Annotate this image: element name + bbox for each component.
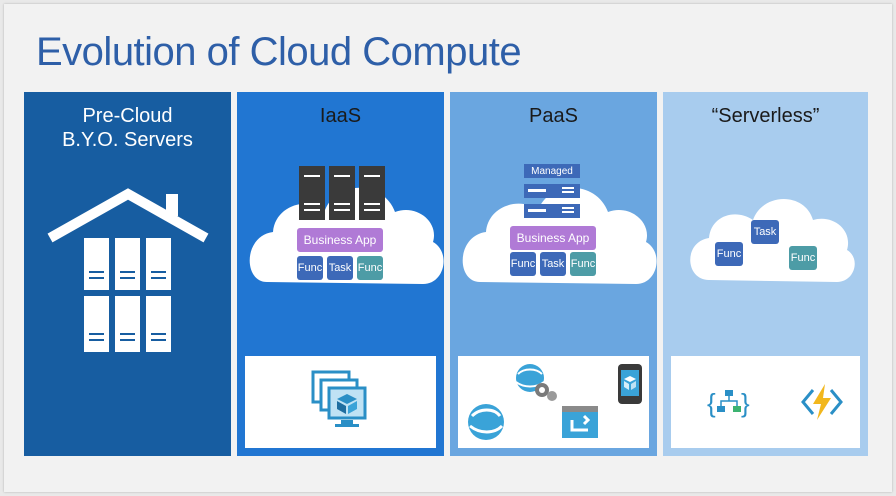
business-app-box: Business App	[297, 228, 383, 252]
precloud-column: Pre-Cloud B.Y.O. Servers	[24, 92, 231, 456]
iaas-column: IaaS Business App Func Task Func	[237, 92, 444, 456]
precloud-title-line1: Pre-Cloud	[82, 105, 173, 127]
task-tile: Task	[540, 252, 566, 276]
iaas-title: IaaS	[319, 105, 362, 127]
azure-functions-icon	[801, 384, 843, 420]
iaas-bottom-panel	[245, 356, 436, 448]
logic-apps-icon: { }	[707, 388, 750, 418]
func-tile: Func	[357, 256, 383, 280]
web-app-icon	[515, 364, 557, 401]
cloud-icon	[249, 166, 444, 284]
server-rack-icon	[299, 166, 385, 220]
precloud-title: Pre-Cloud B.Y.O. Servers	[24, 104, 231, 152]
virtual-machines-icon	[311, 370, 367, 427]
serverless-column: “Serverless” Task Func Func { }	[663, 92, 868, 456]
serverless-title: “Serverless”	[711, 105, 820, 127]
slide-title: Evolution of Cloud Compute	[36, 30, 522, 74]
func-tile: Func	[570, 252, 596, 276]
paas-title: PaaS	[529, 105, 578, 127]
svg-text:}: }	[741, 388, 750, 418]
func-tile: Func	[789, 246, 817, 270]
mobile-app-icon	[618, 364, 642, 404]
func-tile: Func	[715, 242, 743, 266]
cloud-icon	[462, 164, 657, 284]
managed-servers-icon	[524, 164, 580, 218]
serverless-bottom-panel: { }	[671, 356, 860, 448]
svg-text:{: {	[707, 388, 716, 418]
func-tile: Func	[510, 252, 536, 276]
task-tile: Task	[327, 256, 353, 280]
precloud-title-line2: B.Y.O. Servers	[62, 129, 193, 151]
task-tile: Task	[751, 220, 779, 244]
paas-bottom-panel	[458, 356, 649, 448]
cloud-service-icon	[468, 404, 504, 440]
paas-column: PaaS Managed Business App Func Task Func	[450, 92, 657, 456]
house-servers-icon	[47, 188, 209, 352]
func-tile: Func	[297, 256, 323, 280]
managed-label: Managed	[531, 166, 573, 177]
app-service-icon	[562, 406, 598, 438]
slide: Evolution of Cloud Compute Pre-Cloud B.Y…	[4, 4, 892, 492]
business-app-box: Business App	[510, 226, 596, 250]
